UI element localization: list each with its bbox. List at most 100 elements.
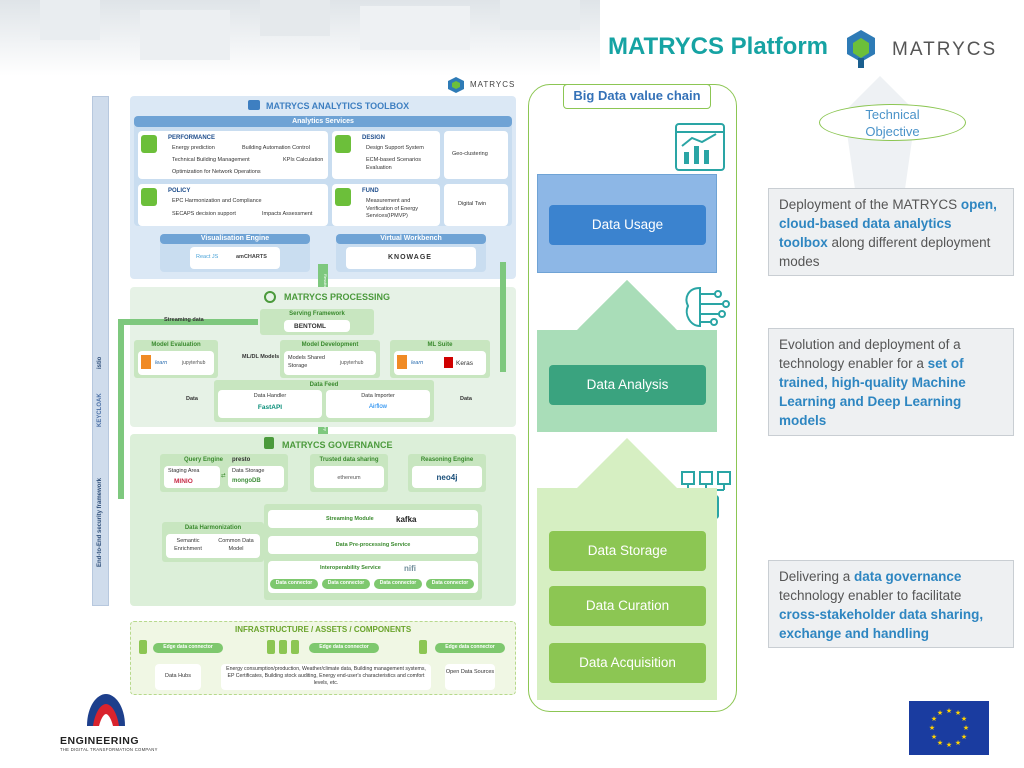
model-eval-label: Model Evaluation bbox=[151, 342, 201, 348]
jupyter-logo: jupyterhub bbox=[340, 360, 364, 366]
workbench-brand-card: KNOWAGE bbox=[346, 247, 476, 269]
engineering-tagline: THE DIGITAL TRANSFORMATION COMPANY bbox=[60, 747, 158, 752]
fund-item: Measurement and Verification of Energy S… bbox=[366, 198, 418, 220]
policy-icon bbox=[141, 188, 157, 206]
model-development: Model Development Models Shared Storage … bbox=[280, 340, 380, 378]
perf-item: Optimization for Network Operations bbox=[172, 169, 261, 175]
react-logo: React JS bbox=[196, 254, 219, 260]
sklearn-logo: learn bbox=[155, 360, 168, 366]
data-acquisition-block: Data Acquisition bbox=[549, 643, 706, 683]
common-label: Common Data Model bbox=[218, 538, 254, 552]
perf-item: KPIs Calculation bbox=[283, 157, 324, 163]
database-icon bbox=[139, 640, 147, 654]
objective-1-pre: Deployment of the MATRYCS bbox=[779, 197, 961, 212]
data-right-label: Data bbox=[460, 396, 472, 402]
streaming-top-line bbox=[118, 319, 258, 325]
interop-label: Interoperability Service bbox=[320, 565, 381, 571]
edge-connector-pill: Edge data connector bbox=[309, 643, 379, 653]
svg-text:★: ★ bbox=[937, 739, 943, 747]
ml-dl-label: ML/DL Models bbox=[242, 354, 280, 360]
header-logo-text: MATRYCS bbox=[892, 39, 998, 60]
data-right-line bbox=[500, 262, 506, 372]
streaming-left-line bbox=[118, 319, 124, 499]
preprocessing-label: Data Pre-processing Service bbox=[335, 542, 411, 548]
svg-text:★: ★ bbox=[929, 724, 935, 732]
visualisation-brands: React JS amCHARTS bbox=[190, 247, 280, 269]
toolbox-icon bbox=[248, 100, 260, 110]
processing-title: MATRYCS PROCESSING bbox=[284, 292, 391, 302]
fastapi-logo: FastAPI bbox=[257, 404, 283, 411]
serving-label: Serving Framework bbox=[289, 311, 345, 317]
perf-item: Energy prediction bbox=[172, 145, 215, 151]
kafka-logo: kafka bbox=[396, 515, 417, 524]
analytics-services-bar: Analytics Services bbox=[134, 116, 512, 127]
neo4j-card: neo4j bbox=[412, 466, 482, 488]
bentoml-card: BENTOML bbox=[284, 320, 350, 332]
ethereum-logo: ethereum bbox=[337, 475, 361, 481]
eu-flag-icon: ★★★ ★★★ ★★★ ★★★ bbox=[909, 701, 989, 755]
diagram-logo-text: MATRYCS bbox=[470, 80, 516, 89]
data-storage-label: Data Storage bbox=[232, 468, 265, 474]
model-dev-card: Models Shared Storage jupyterhub bbox=[284, 351, 376, 375]
model-eval-tools: learn jupyterhub bbox=[138, 351, 214, 375]
svg-text:★: ★ bbox=[937, 709, 943, 717]
interop-card: Interoperability Service nifi Data conne… bbox=[268, 561, 478, 593]
tensorflow-icon bbox=[397, 355, 407, 369]
policy-item: Impacts Assessment bbox=[262, 211, 313, 217]
edge-connector-pill: Edge data connector bbox=[153, 643, 223, 653]
nifi-logo: nifi bbox=[404, 564, 416, 573]
data-connector-pill: Data connector bbox=[322, 579, 370, 589]
perf-item: Building Automation Control bbox=[242, 145, 310, 151]
data-hubs-card: Data Hubs bbox=[155, 664, 201, 690]
workbench-bar: Virtual Workbench bbox=[336, 234, 486, 244]
database-icon bbox=[419, 640, 427, 654]
matrycs-logo-icon bbox=[847, 30, 875, 68]
svg-text:★: ★ bbox=[931, 733, 937, 741]
svg-text:★: ★ bbox=[955, 709, 961, 717]
presto-logo: presto bbox=[232, 457, 251, 463]
data-handler-label: Data Handler bbox=[253, 393, 287, 399]
minio-logo: MINIO bbox=[174, 478, 193, 485]
svg-text:★: ★ bbox=[931, 715, 937, 723]
keras-label: Keras bbox=[456, 360, 473, 367]
objective-box-2: Evolution and deployment of a technology… bbox=[768, 328, 1014, 436]
data-analysis-block: Data Analysis bbox=[549, 365, 706, 405]
data-storage-block: Data Storage bbox=[549, 531, 706, 571]
twin-card: Digital Twin bbox=[444, 184, 508, 226]
objective-3-highlight-2: cross-stakeholder data sharing, exchange… bbox=[779, 607, 984, 641]
database-icon bbox=[267, 640, 275, 654]
data-connector-pill: Data connector bbox=[374, 579, 422, 589]
trusted-label: Trusted data sharing bbox=[319, 457, 379, 463]
policy-item: EPC Harmonization and Compliance bbox=[172, 198, 262, 204]
objective-3-mid: technology enabler to facilitate bbox=[779, 588, 962, 603]
performance-heading: PERFORMANCE bbox=[168, 135, 216, 141]
neo4j-logo: neo4j bbox=[436, 473, 458, 482]
svg-text:★: ★ bbox=[955, 739, 961, 747]
analytics-chart-icon bbox=[675, 123, 725, 171]
toolbox-title: MATRYCS ANALYTICS TOOLBOX bbox=[266, 101, 410, 111]
objective-2-highlight: set of trained, high-quality Machine Lea… bbox=[779, 356, 966, 428]
tensorflow-icon bbox=[141, 355, 151, 369]
value-chain-label: Big Data value chain bbox=[563, 84, 711, 109]
serving-framework: Serving Framework BENTOML bbox=[260, 309, 374, 335]
data-harmonization-box: Data Harmonization Semantic Enrichment C… bbox=[162, 522, 264, 562]
staging-arrow-icon: ⇄ bbox=[221, 473, 226, 479]
fund-heading: FUND bbox=[362, 188, 379, 194]
open-data-card: Open Data Sources bbox=[445, 664, 495, 690]
streaming-module-card: Streaming Module kafka bbox=[268, 510, 478, 528]
amcharts-logo: amCHARTS bbox=[236, 254, 267, 260]
governance-icon bbox=[264, 437, 274, 449]
technical-objective-line2: Objective bbox=[865, 124, 920, 139]
perf-item: Technical Building Management bbox=[172, 157, 250, 163]
data-usage-block: Data Usage bbox=[549, 205, 706, 245]
design-heading: DESIGN bbox=[362, 135, 386, 141]
model-evaluation: Model Evaluation learn jupyterhub bbox=[134, 340, 218, 378]
ml-suite: ML Suite learn Keras bbox=[390, 340, 490, 378]
governance-services: Streaming Module kafka Data Pre-processi… bbox=[264, 504, 482, 600]
objective-box-1: Deployment of the MATRYCS open, cloud-ba… bbox=[768, 188, 1014, 276]
ai-circuit-icon bbox=[685, 286, 730, 328]
visualisation-engine: Visualisation Engine React JS amCHARTS bbox=[160, 234, 310, 272]
results-arrow bbox=[318, 264, 328, 298]
preprocessing-card: Data Pre-processing Service bbox=[268, 536, 478, 554]
infrastructure-panel: INFRASTRUCTURE / ASSETS / COMPONENTS Edg… bbox=[130, 621, 516, 695]
